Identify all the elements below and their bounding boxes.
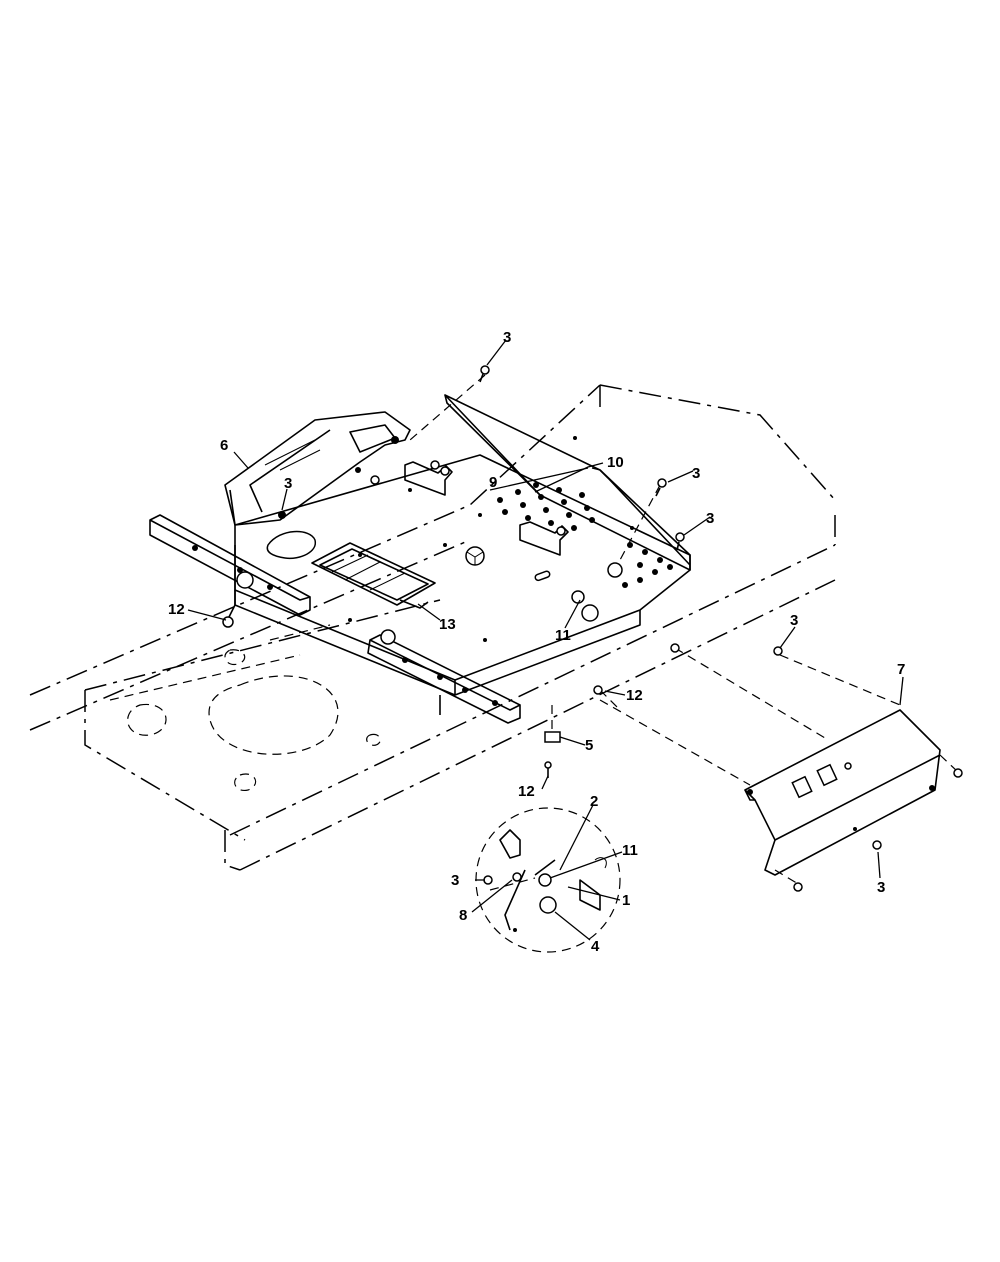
callout-11-detail: 11	[622, 842, 638, 859]
callout-12-mid: 12	[626, 687, 643, 704]
frame-phantom-outline	[29, 384, 836, 871]
assembly-lines	[409, 374, 959, 886]
bolt-icon	[479, 365, 490, 383]
nut-icon	[571, 590, 599, 622]
nut-icon	[607, 562, 623, 578]
callout-12-bottom: 12	[518, 783, 535, 800]
callout-5: 5	[585, 737, 593, 754]
bolt-icon	[544, 761, 552, 778]
nut-icon	[370, 460, 440, 485]
bolt-icon	[670, 643, 680, 653]
callout-3-right-upper: 3	[692, 465, 700, 482]
bolt-icon	[872, 840, 882, 850]
bolt-icon	[655, 478, 667, 497]
callout-10: 10	[607, 454, 624, 471]
panel-part-13	[311, 542, 436, 609]
callout-1: 1	[622, 892, 630, 909]
callout-13: 13	[439, 616, 456, 633]
callout-7: 7	[897, 661, 905, 678]
nut-icon	[222, 616, 234, 628]
bolt-icon	[593, 685, 603, 695]
callout-6: 6	[220, 437, 228, 454]
callout-11-deck: 11	[555, 627, 571, 644]
callout-4: 4	[591, 938, 600, 955]
callout-2: 2	[590, 793, 598, 810]
callout-3-bottom-right: 3	[877, 879, 885, 896]
leader-lines	[187, 339, 904, 941]
callout-3-console: 3	[284, 475, 292, 492]
callout-3-top: 3	[503, 329, 511, 346]
detail-inset	[475, 807, 621, 953]
console-part-6	[224, 411, 411, 526]
callout-12-left: 12	[168, 601, 185, 618]
bolt-icon	[675, 532, 685, 551]
callout-8: 8	[459, 907, 467, 924]
callout-9: 9	[489, 474, 497, 491]
floor-pan-phantom	[109, 624, 381, 792]
callout-3-right-lower: 3	[706, 510, 714, 527]
callout-labels: 3 6 3 10 9 3 3 12 13 11 3 7 12 5 12 3 2 …	[168, 329, 905, 955]
right-rail-bracket	[367, 629, 521, 724]
bolt-icon	[773, 646, 783, 656]
clip-icon	[544, 731, 561, 743]
callout-3-console7: 3	[790, 612, 798, 629]
bolt-icon	[953, 768, 963, 778]
rear-plate-part-10	[444, 394, 691, 571]
side-console-part-7	[744, 709, 941, 876]
callout-3-detail: 3	[451, 872, 459, 889]
bolt-icon	[793, 882, 803, 892]
